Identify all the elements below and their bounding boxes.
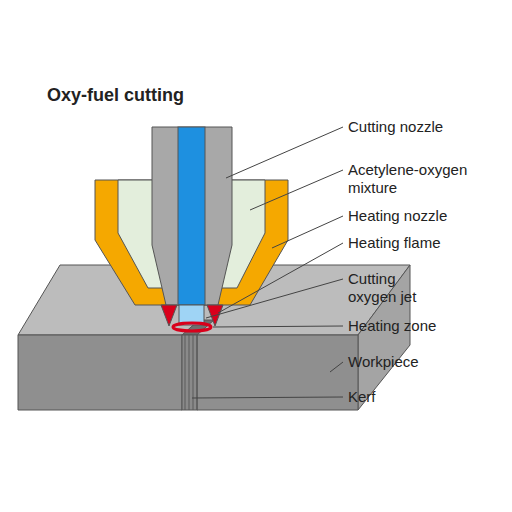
leader-line — [213, 326, 343, 327]
callout-label: Heating flame — [348, 234, 498, 252]
leader-line — [206, 279, 343, 318]
kerf-cut — [182, 335, 197, 410]
callout-label: Heating zone — [348, 317, 498, 335]
workpiece-front-left — [18, 335, 182, 410]
callout-label: Acetylene-oxygen mixture — [348, 161, 498, 197]
title: Oxy-fuel cutting — [47, 84, 184, 106]
leader-line — [250, 170, 343, 210]
leader-line — [192, 397, 343, 398]
heating-zone — [173, 323, 211, 331]
callout-label: Heating nozzle — [348, 207, 498, 225]
callout-label: Workpiece — [348, 353, 498, 371]
leader-line — [226, 127, 343, 178]
leader-line — [330, 362, 343, 372]
oxygen-channel — [178, 127, 205, 305]
cutting-nozzle — [152, 127, 232, 305]
leader-line — [218, 243, 343, 313]
leader-line — [272, 216, 343, 248]
heating-flame — [161, 305, 177, 326]
leader-lines — [192, 127, 343, 398]
callout-label: Cutting oxygen jet — [348, 270, 436, 306]
workpiece-front-right — [197, 335, 358, 410]
callout-label: Cutting nozzle — [348, 118, 498, 136]
callout-label: Kerf — [348, 388, 498, 406]
